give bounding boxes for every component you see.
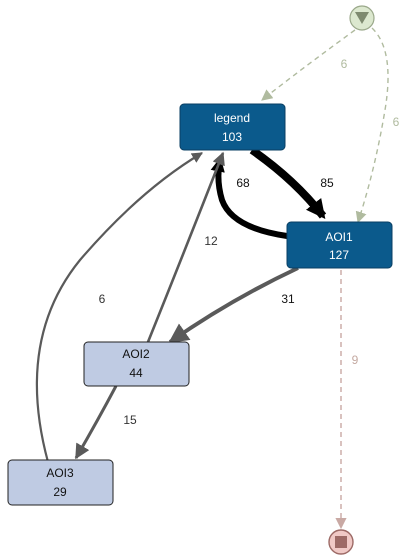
edge-start-to-legend — [261, 29, 356, 101]
edge-label-aoi3-to-legend: 6 — [99, 292, 106, 306]
edge-aoi2-to-aoi3 — [74, 385, 118, 460]
edge-aoi1-to-legend — [210, 157, 288, 239]
edge-aoi2-to-legend — [146, 151, 225, 343]
node-aoi2[interactable]: AOI2 44 — [83, 341, 190, 387]
node-aoi1[interactable]: AOI1 127 — [286, 221, 393, 269]
edge-label-start-to-legend: 6 — [341, 57, 348, 71]
edge-label-aoi2-to-aoi3: 15 — [123, 413, 137, 427]
node-legend-name: legend — [214, 111, 250, 125]
edge-labels: 6 6 85 68 12 6 31 15 9 — [99, 57, 400, 427]
start-node — [349, 5, 375, 31]
node-aoi3-name: AOI3 — [46, 466, 74, 480]
start-triangle-icon — [355, 12, 369, 24]
edge-label-aoi1-to-legend: 68 — [236, 176, 250, 190]
node-aoi2-name: AOI2 — [122, 347, 150, 361]
edge-label-aoi1-to-end: 9 — [352, 353, 359, 367]
node-legend-count: 103 — [222, 130, 242, 144]
node-aoi3-count: 29 — [53, 485, 67, 499]
edge-label-start-to-aoi1: 6 — [393, 115, 400, 129]
end-square-icon — [335, 536, 347, 548]
edge-label-aoi1-to-aoi2: 31 — [281, 292, 295, 306]
edge-legend-to-aoi1 — [249, 146, 327, 220]
edge-label-legend-to-aoi1: 85 — [320, 176, 334, 190]
edge-aoi3-to-legend — [35, 152, 203, 463]
node-aoi1-name: AOI1 — [325, 230, 353, 244]
edge-label-aoi2-to-legend: 12 — [204, 234, 218, 248]
edge-aoi1-to-aoi2 — [168, 266, 299, 344]
node-aoi1-count: 127 — [329, 248, 349, 262]
edges — [35, 27, 389, 530]
node-legend[interactable]: legend 103 — [179, 103, 286, 151]
edge-start-to-aoi1 — [355, 27, 389, 224]
node-aoi3[interactable]: AOI3 29 — [7, 459, 114, 506]
end-node — [328, 529, 354, 555]
node-aoi2-count: 44 — [129, 366, 143, 380]
